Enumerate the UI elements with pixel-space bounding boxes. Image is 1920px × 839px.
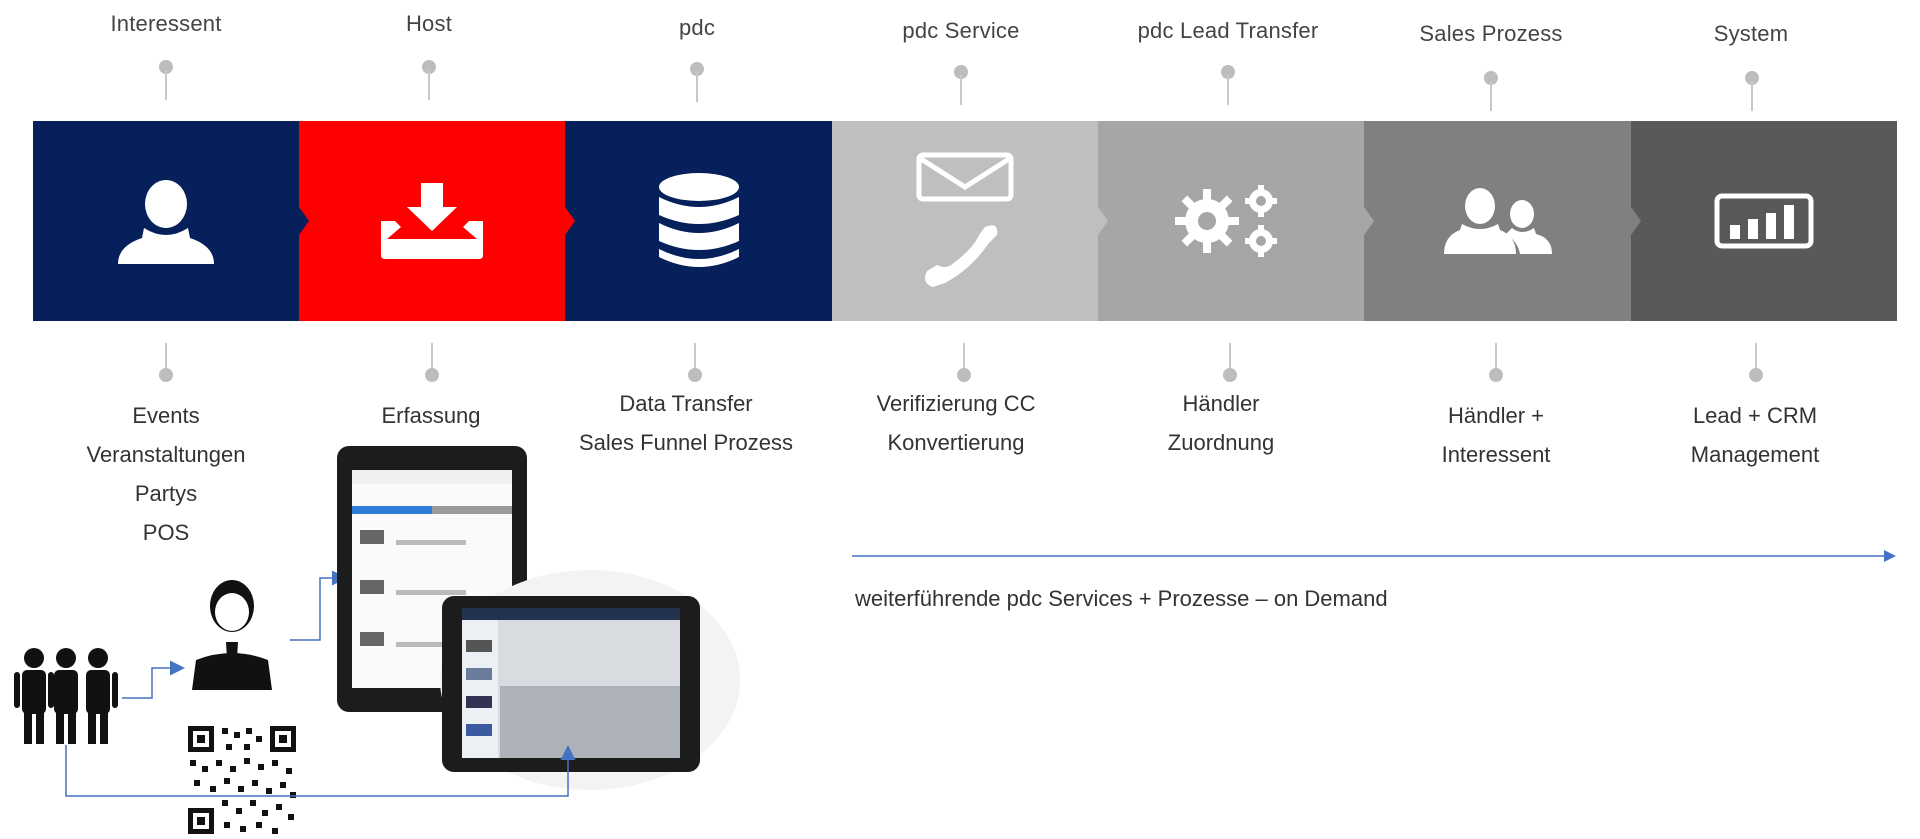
pin-dot: [1484, 71, 1498, 85]
chevron-arrow: [1098, 207, 1108, 235]
desc-line: Data Transfer: [619, 391, 753, 416]
stage-label-pdc: pdc: [678, 15, 716, 40]
chevron-arrow: [299, 207, 309, 235]
desc-line: POS: [142, 520, 190, 545]
gears-icon: [1175, 185, 1277, 257]
stage-desc-system: Lead + CRM Management: [1605, 396, 1905, 474]
desc-line: Verifizierung CC: [876, 391, 1036, 416]
pin-dot: [425, 368, 439, 382]
stage-label-interessent: Interessent: [110, 11, 222, 36]
stage-desc-interessent: Events Veranstaltungen Partys POS: [16, 396, 316, 552]
pin-line: [165, 343, 167, 371]
host-person-icon: [192, 580, 272, 690]
qr-code-icon: [186, 724, 300, 838]
bar-chart-icon: [1714, 193, 1814, 249]
pin-line: [696, 72, 698, 102]
pin-dot: [954, 65, 968, 79]
pin-line: [428, 70, 430, 100]
pin-line: [963, 343, 965, 371]
mail-phone-icon: [916, 152, 1014, 287]
stage-label-system: System: [1713, 21, 1789, 46]
desc-line: Interessent: [1441, 442, 1551, 467]
pin-line: [1751, 81, 1753, 111]
pin-dot: [422, 60, 436, 74]
pin-line: [960, 75, 962, 105]
process-band: [33, 121, 1897, 321]
desc-line: Konvertierung: [887, 430, 1025, 455]
pin-line: [1229, 343, 1231, 371]
segment-sales: [1364, 121, 1631, 321]
segment-lead-transfer: [1098, 121, 1364, 321]
pin-dot: [688, 368, 702, 382]
chevron-arrow: [1364, 207, 1374, 235]
pin-dot: [159, 60, 173, 74]
stage-label-host: Host: [405, 11, 453, 36]
pin-dot: [690, 62, 704, 76]
pin-dot: [1745, 71, 1759, 85]
segment-host: [299, 121, 565, 321]
pin-line: [165, 70, 167, 100]
group-people-icon: [14, 648, 118, 744]
desc-line: Erfassung: [381, 403, 481, 428]
desc-line: Management: [1690, 442, 1820, 467]
pin-dot: [159, 368, 173, 382]
pin-line: [1755, 343, 1757, 371]
chevron-arrow: [565, 207, 575, 235]
pin-dot: [1223, 368, 1237, 382]
desc-line: Partys: [134, 481, 198, 506]
pin-dot: [1489, 368, 1503, 382]
stage-desc-pdc-service: Verifizierung CC Konvertierung: [806, 384, 1106, 462]
download-tray-icon: [381, 183, 483, 259]
desc-line: Events: [132, 403, 200, 428]
segment-system: [1631, 121, 1897, 321]
person-icon: [118, 180, 214, 264]
desc-line: Veranstaltungen: [86, 442, 246, 467]
desc-line: Händler: [1182, 391, 1260, 416]
capture-flow-illustration: [14, 446, 740, 838]
segment-pdc: [565, 121, 832, 321]
stage-label-sales: Sales Prozess: [1419, 21, 1563, 46]
stage-label-pdc-service: pdc Service: [902, 18, 1020, 43]
desc-line: Lead + CRM: [1692, 403, 1818, 428]
stage-desc-pdc: Data Transfer Sales Funnel Prozess: [536, 384, 836, 462]
pin-dot: [1221, 65, 1235, 79]
on-demand-text: weiterführende pdc Services + Prozesse –…: [855, 586, 1388, 611]
chevron-arrow: [1631, 207, 1641, 235]
stage-desc-lead-transfer: Händler Zuordnung: [1071, 384, 1371, 462]
pin-line: [1495, 343, 1497, 371]
on-demand-arrow: [852, 550, 1896, 562]
people-icon: [1443, 188, 1552, 254]
stage-label-lead-transfer: pdc Lead Transfer: [1137, 18, 1319, 43]
stage-desc-sales: Händler + Interessent: [1346, 396, 1646, 474]
pin-line: [694, 343, 696, 371]
pin-line: [1490, 81, 1492, 111]
desc-line: Sales Funnel Prozess: [579, 430, 793, 455]
desc-line: Zuordnung: [1167, 430, 1275, 455]
pin-dot: [1749, 368, 1763, 382]
tablet-dashboard-icon: [442, 596, 700, 772]
desc-line: Händler +: [1447, 403, 1544, 428]
stage-desc-host: Erfassung: [281, 396, 581, 435]
database-icon: [658, 173, 739, 267]
segment-interessent: [33, 121, 299, 321]
segment-pdc-service: [832, 121, 1098, 321]
pin-line: [431, 343, 433, 371]
pin-dot: [957, 368, 971, 382]
pin-line: [1227, 75, 1229, 105]
